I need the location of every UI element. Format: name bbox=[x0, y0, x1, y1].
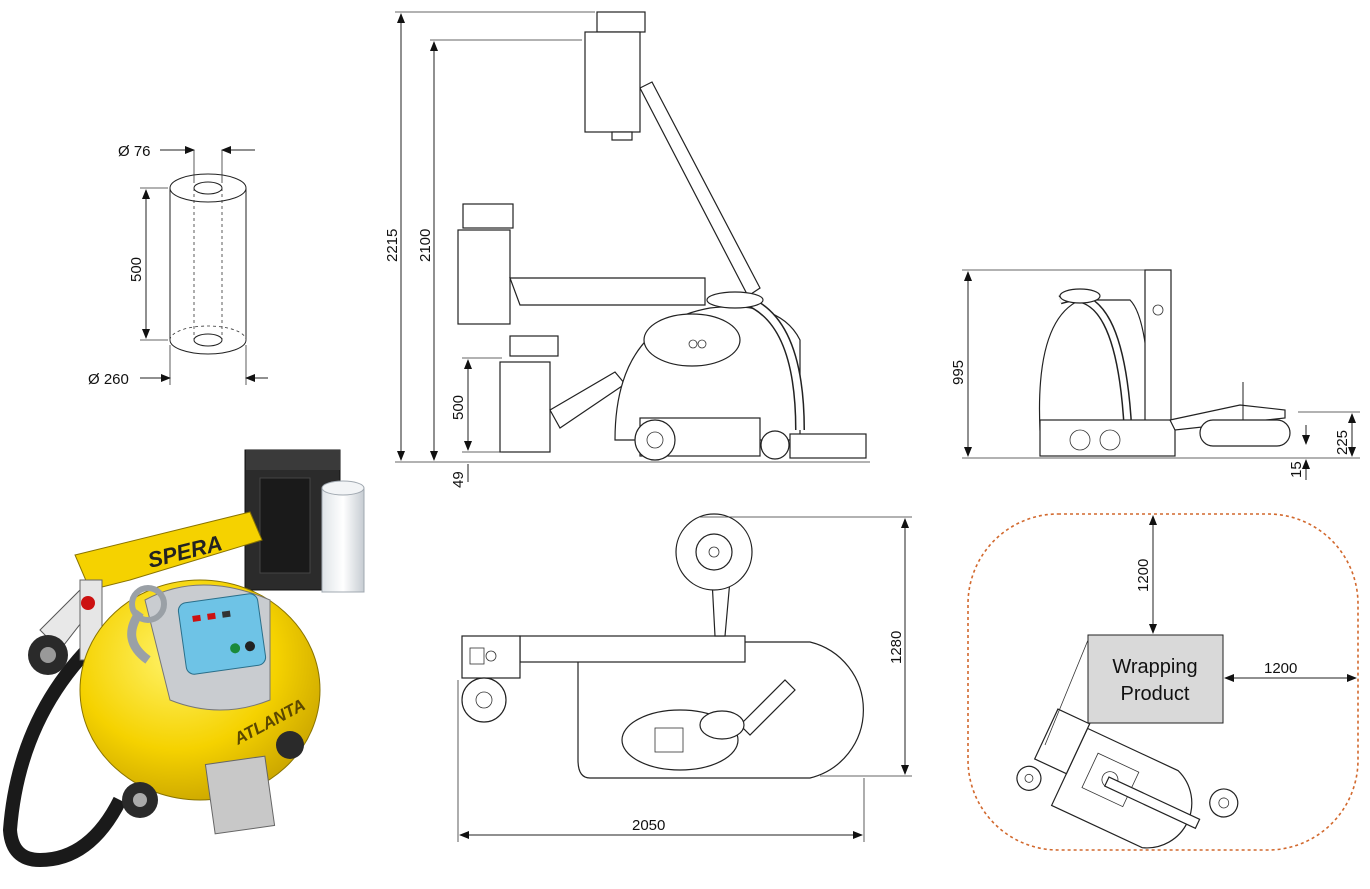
film-roll-drawing: Ø 76 500 Ø 260 bbox=[88, 143, 268, 388]
rear-view-drawing: 995 225 15 bbox=[950, 269, 1360, 480]
side-total-height-label: 2215 bbox=[384, 229, 401, 262]
working-area-boundary bbox=[967, 513, 1359, 851]
wrapping-product-label-line2: Product bbox=[1121, 683, 1190, 705]
wrapping-product-label-line1: Wrapping bbox=[1112, 656, 1197, 678]
side-clearance-label: 1200 bbox=[1264, 660, 1297, 677]
roll-outer-diameter-label: Ø 260 bbox=[88, 371, 129, 388]
machine-photo: SPERA ATLANTA bbox=[2, 449, 365, 868]
side-bottom-clearance-label: 49 bbox=[450, 471, 467, 488]
top-length-label: 2050 bbox=[632, 817, 665, 834]
side-carriage-height-label: 500 bbox=[450, 395, 467, 420]
roll-height-label: 500 bbox=[128, 257, 145, 282]
top-view-drawing: 1280 2050 bbox=[457, 513, 912, 842]
top-width-label: 1280 bbox=[888, 631, 905, 664]
wrapping-product-box bbox=[1087, 634, 1224, 724]
side-mast-height-label: 2100 bbox=[417, 229, 434, 262]
front-clearance-label: 1200 bbox=[1135, 559, 1152, 592]
rear-ground-clearance-label: 15 bbox=[1288, 461, 1305, 478]
rear-wheel-height-label: 225 bbox=[1334, 430, 1351, 455]
rear-height-label: 995 bbox=[950, 360, 967, 385]
side-view-drawing: 2215 2100 500 49 bbox=[384, 11, 870, 488]
working-area-drawing: Wrapping Product 1200 1200 bbox=[967, 513, 1359, 851]
roll-core-diameter-label: Ø 76 bbox=[118, 143, 151, 160]
